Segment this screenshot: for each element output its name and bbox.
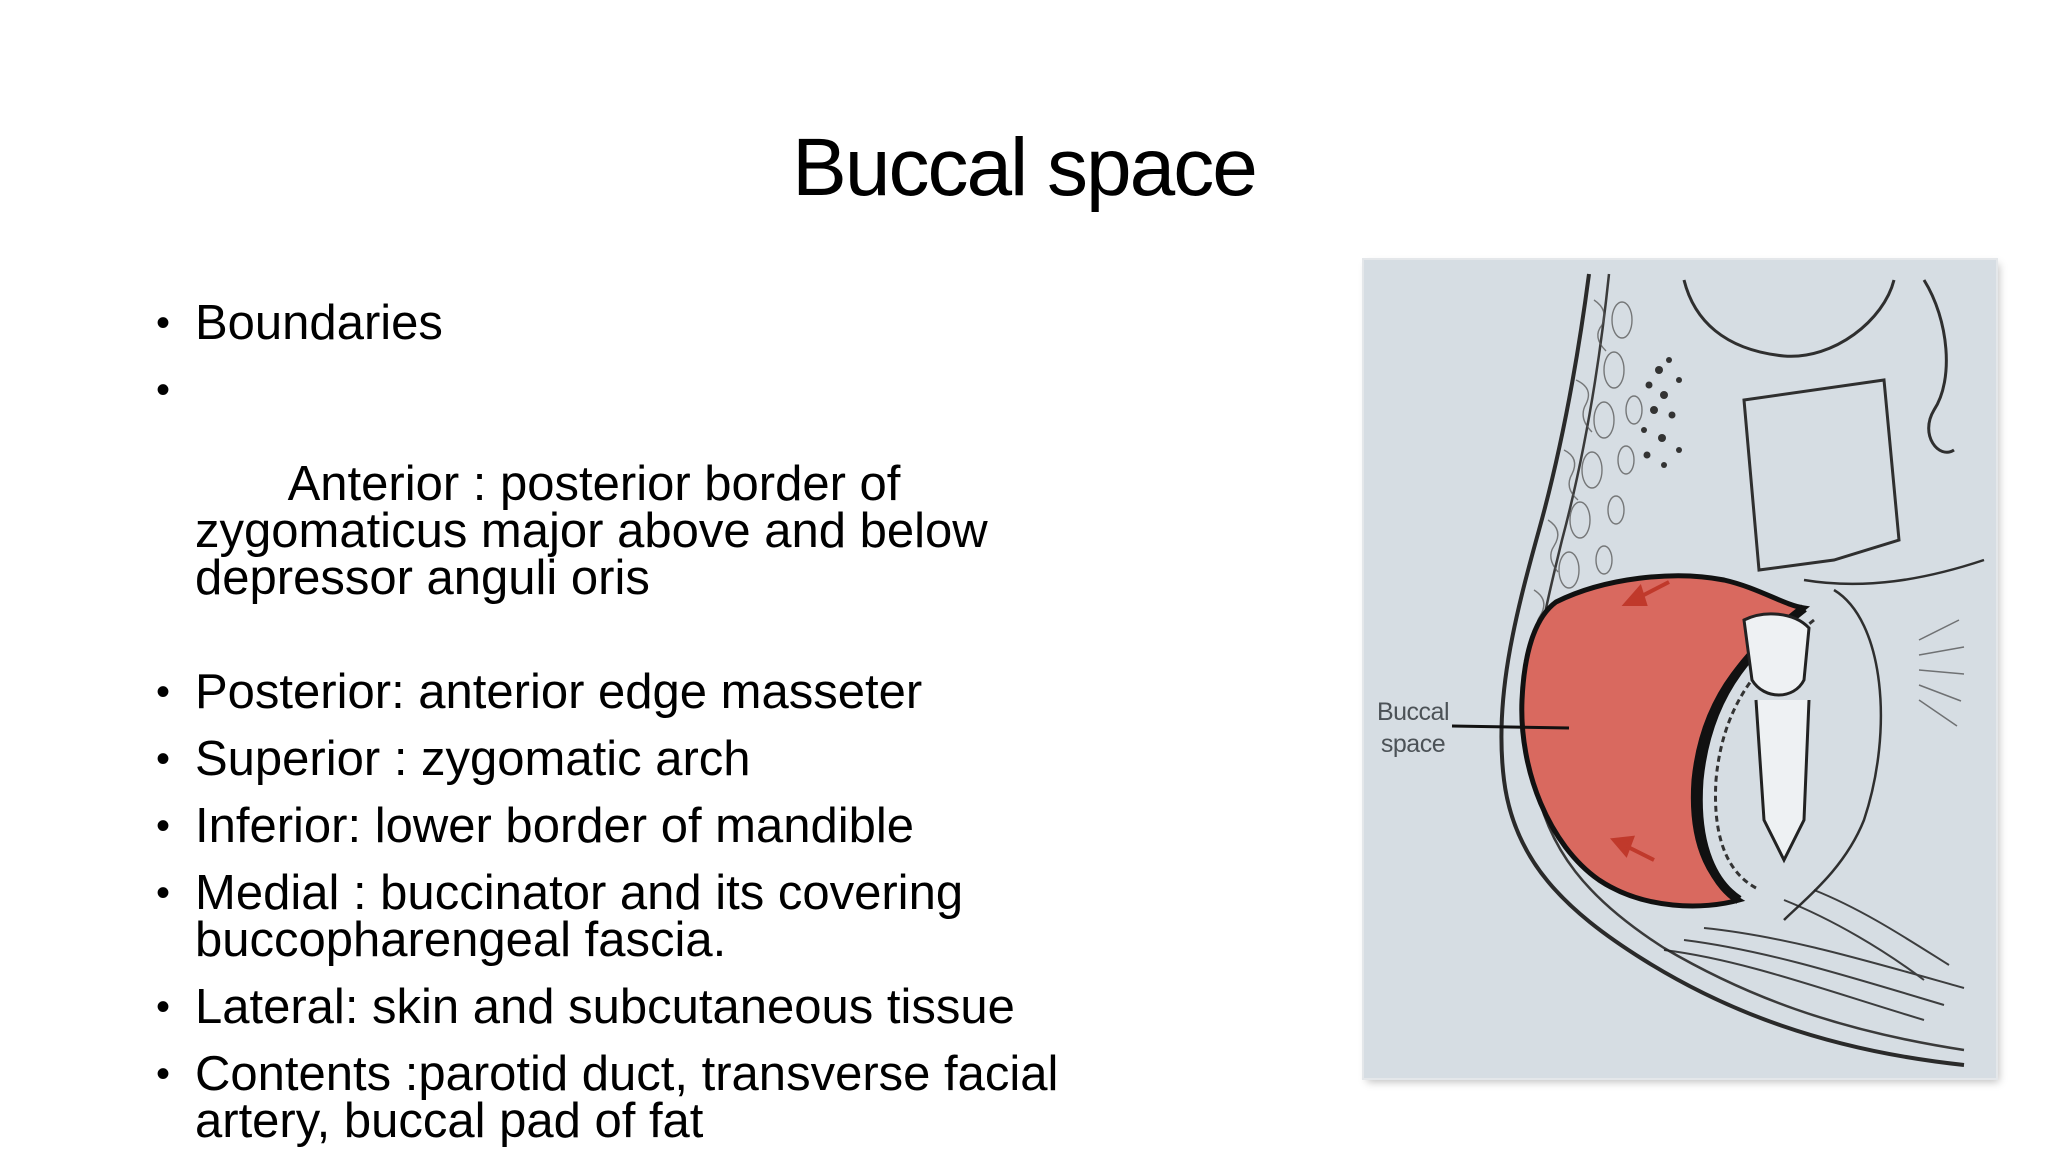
figure-label-line2: space (1380, 730, 1446, 758)
bullet-dot: • (155, 670, 170, 714)
sinus-outline (1742, 378, 1901, 572)
bullet-item-anterior: • Anterior : posterior border of zygomat… (152, 367, 1072, 649)
arrow-icon (1610, 580, 1670, 862)
bullet-dot: • (155, 985, 170, 1029)
bullet-item-lateral: • Lateral: skin and subcutaneous tissue (152, 983, 1072, 1032)
tongue-outline (1783, 588, 1883, 921)
bullet-text: Anterior : posterior border of zygomatic… (195, 457, 1002, 605)
palate-line (1803, 558, 1985, 586)
bullet-item-superior: • Superior : zygomatic arch (152, 735, 1072, 784)
slide-title: Buccal space (792, 122, 1258, 213)
bullet-item-inferior: • Inferior: lower border of mandible (152, 802, 1072, 851)
bullet-dot: • (155, 368, 170, 412)
tooth-crown (1742, 612, 1811, 697)
label-leader-line (1451, 724, 1570, 730)
bullet-dot: • (155, 737, 170, 781)
maxilla-outline (1682, 279, 1896, 358)
buccal-space-illustration (1451, 273, 1985, 1067)
nasal-wall (1922, 279, 1955, 454)
radiating-fibres (1918, 619, 1965, 727)
bullet-text: Medial : buccinator and its covering buc… (195, 866, 964, 967)
bullet-dot: • (155, 301, 170, 345)
bullet-item-posterior: • Posterior: anterior edge masseter (152, 668, 1072, 717)
bullet-text: Contents :parotid duct, transverse facia… (195, 1047, 1059, 1148)
figure-label: Buccal space (1370, 696, 1456, 760)
anatomy-figure: Buccal space (1364, 260, 1996, 1078)
tooth-root (1754, 699, 1811, 864)
bullet-list: • Boundaries • Anterior : posterior bord… (152, 299, 1072, 1165)
bullet-dot: • (155, 1052, 170, 1096)
bullet-item-boundaries: • Boundaries (152, 299, 1072, 348)
bullet-dot: • (155, 804, 170, 848)
gland-cluster (1641, 357, 1682, 468)
bullet-text: Inferior: lower border of mandible (195, 799, 915, 853)
bullet-item-contents: • Contents :parotid duct, transverse fac… (152, 1050, 1072, 1146)
bullet-dot: • (155, 871, 170, 915)
bullet-text: Lateral: skin and subcutaneous tissue (195, 980, 1015, 1034)
bullet-text: Superior : zygomatic arch (195, 732, 751, 786)
cheek-skin-outline (1499, 273, 1965, 1067)
bullet-text: Posterior: anterior edge masseter (195, 665, 923, 719)
bullet-item-medial: • Medial : buccinator and its covering b… (152, 869, 1072, 965)
muscle-fibres (1663, 889, 1965, 1021)
bullet-text: Boundaries (195, 296, 443, 350)
figure-label-line1: Buccal (1376, 698, 1450, 726)
